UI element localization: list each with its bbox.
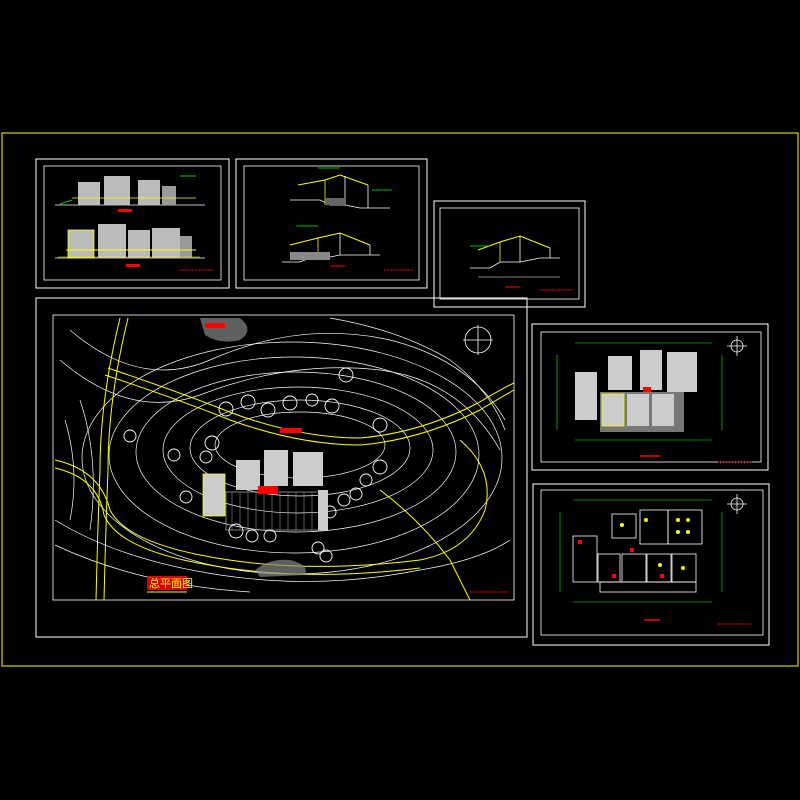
section-lower <box>282 225 380 267</box>
detail-section-panel <box>433 200 586 308</box>
north-arrow-icon <box>727 336 747 356</box>
section-panel <box>235 158 428 289</box>
section-upper <box>290 167 392 209</box>
building-complex <box>202 323 328 531</box>
north-arrow-icon <box>727 494 747 514</box>
sheet-frame <box>1 132 799 667</box>
building-label-mark <box>258 486 278 494</box>
elevation-title-mark-2 <box>126 264 140 267</box>
roads <box>54 317 515 601</box>
floor-plan-panel <box>532 483 770 646</box>
north-arrow-icon <box>463 325 493 355</box>
site-plan-title: 总平面图 <box>149 576 193 590</box>
roof-plan-panel <box>531 323 769 471</box>
elevation-panel <box>35 158 230 289</box>
front-elevation-lower <box>55 224 205 267</box>
site-plan-panel: 总平面图 <box>35 297 528 638</box>
front-elevation-upper <box>55 175 205 212</box>
elevation-title-mark-1 <box>118 209 132 212</box>
hill-label-mark <box>205 323 225 328</box>
platform-label-mark <box>280 428 302 433</box>
